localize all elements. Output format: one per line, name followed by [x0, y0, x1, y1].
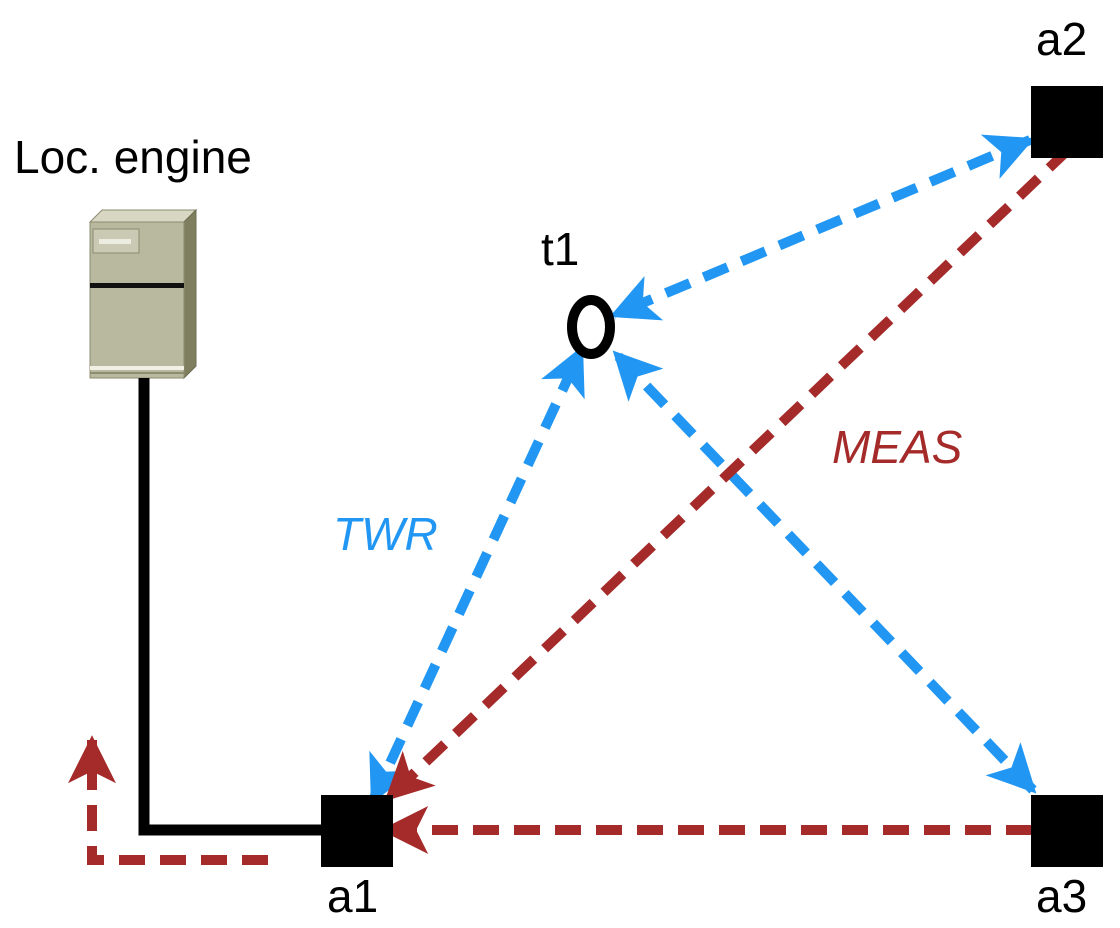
anchor-a3: [1031, 795, 1103, 867]
meas-label: MEAS: [832, 421, 963, 473]
anchor-a2: [1031, 86, 1103, 158]
tag-t1: [567, 295, 615, 359]
meas-link-a1-engine: [67, 735, 268, 865]
engine-label: Loc. engine: [14, 131, 252, 183]
anchor2-label: a2: [1036, 13, 1088, 65]
twr-link-a2-t1: [609, 134, 1035, 321]
anchor-a1: [321, 795, 393, 867]
tag-label: t1: [541, 223, 580, 275]
anchor1-label: a1: [327, 870, 379, 922]
twr-link-a3-t1: [612, 350, 1037, 794]
twr-link-a1-t1: [368, 345, 586, 805]
anchor3-label: a3: [1036, 870, 1088, 922]
twr-label: TWR: [333, 508, 438, 560]
meas-link-a2-a1: [384, 146, 1072, 802]
server-icon: [88, 208, 198, 380]
wired-link: [138, 378, 325, 836]
